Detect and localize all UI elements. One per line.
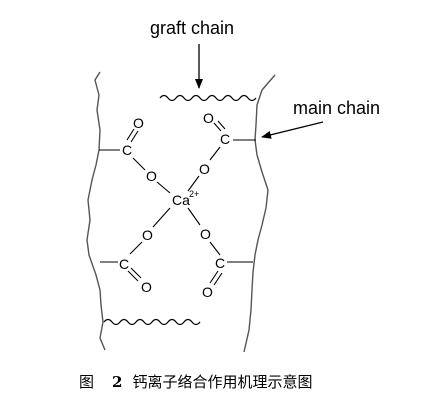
bottom-graft-chain [103, 318, 201, 326]
ul-oxygen-calcium-bond [156, 181, 171, 194]
main-chain-arrow [261, 121, 324, 139]
left-main-chain [86, 71, 106, 351]
ur-carbonyl-oxygen-atom: O [203, 110, 214, 126]
ll-ester-oxygen-atom: O [142, 227, 153, 243]
figure-caption-prefix: 图 [79, 373, 94, 391]
ll-carbonyl-oxygen-atom: O [141, 279, 152, 295]
calcium-charge: 2+ [189, 189, 199, 199]
ul-carbon-atom: C [122, 142, 132, 158]
ul-single-bond-c-o [132, 157, 146, 171]
ur-double-bond-2 [217, 120, 226, 130]
ul-carbonyl-oxygen-atom: O [133, 115, 144, 131]
lr-carbonyl-oxygen-atom: O [202, 284, 213, 300]
right-main-chain [243, 74, 276, 353]
calcium-ion: Ca [172, 192, 190, 208]
ur-single-bond-c-o [209, 146, 221, 161]
ul-ester-oxygen-atom: O [146, 168, 157, 184]
ur-double-bond-1 [213, 122, 222, 132]
ul-double-bond-1 [126, 128, 135, 141]
ll-single-bond-o-c [129, 241, 143, 255]
ur-ester-oxygen-atom: O [199, 161, 210, 177]
lr-oxygen-calcium-bond [187, 207, 201, 226]
ur-oxygen-calcium-bond [187, 175, 200, 192]
lr-double-bond-2 [213, 272, 223, 286]
lr-carbon-atom: C [215, 255, 225, 271]
ul-double-bond-2 [130, 130, 139, 143]
main-chain-label: main chain [293, 98, 380, 118]
ur-carbon-atom: C [220, 131, 230, 147]
lr-ester-oxygen-atom: O [200, 226, 211, 242]
lr-double-bond-1 [209, 270, 219, 284]
figure-caption-number: 2 [112, 373, 122, 391]
ll-double-bond-2 [130, 267, 142, 279]
top-graft-chain [159, 94, 257, 102]
ll-double-bond-1 [127, 270, 139, 282]
figure-caption-text: 钙离子络合作用机理示意图 [132, 373, 312, 391]
lr-single-bond-o-c [209, 241, 221, 256]
ll-oxygen-calcium-bond [152, 207, 171, 228]
graft-chain-label: graft chain [150, 18, 234, 38]
ll-carbon-atom: C [119, 256, 129, 272]
